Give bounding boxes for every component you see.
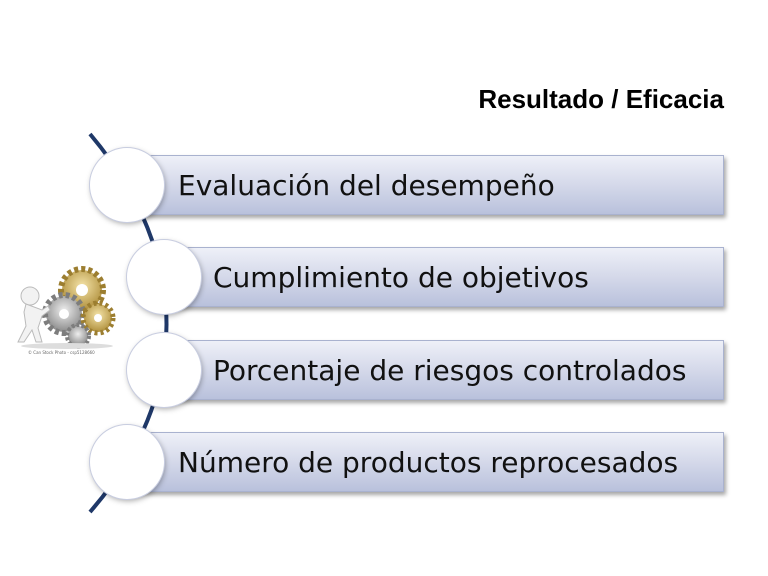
list-item-label: Cumplimiento de objetivos (213, 260, 589, 294)
list-item-bar: Número de productos reprocesados (130, 432, 724, 492)
gears-figure-icon (17, 266, 116, 349)
list-item-circle (90, 148, 164, 222)
list-item-circle (90, 425, 164, 499)
list-item-label: Número de productos reprocesados (178, 445, 679, 479)
image-credit: © Can Stock Photo - csp5128660 (28, 350, 95, 355)
list-item-label: Evaluación del desempeño (178, 168, 555, 202)
list-item-label: Porcentaje de riesgos controlados (213, 353, 687, 387)
list-item-bar: Porcentaje de riesgos controlados (166, 340, 724, 400)
list-item-circle (127, 240, 201, 314)
slide-title: Resultado / Eficacia (478, 84, 724, 114)
list-item-circle (127, 333, 201, 407)
list-item-bar: Cumplimiento de objetivos (166, 247, 724, 307)
list-item-bar: Evaluación del desempeño (130, 155, 724, 215)
